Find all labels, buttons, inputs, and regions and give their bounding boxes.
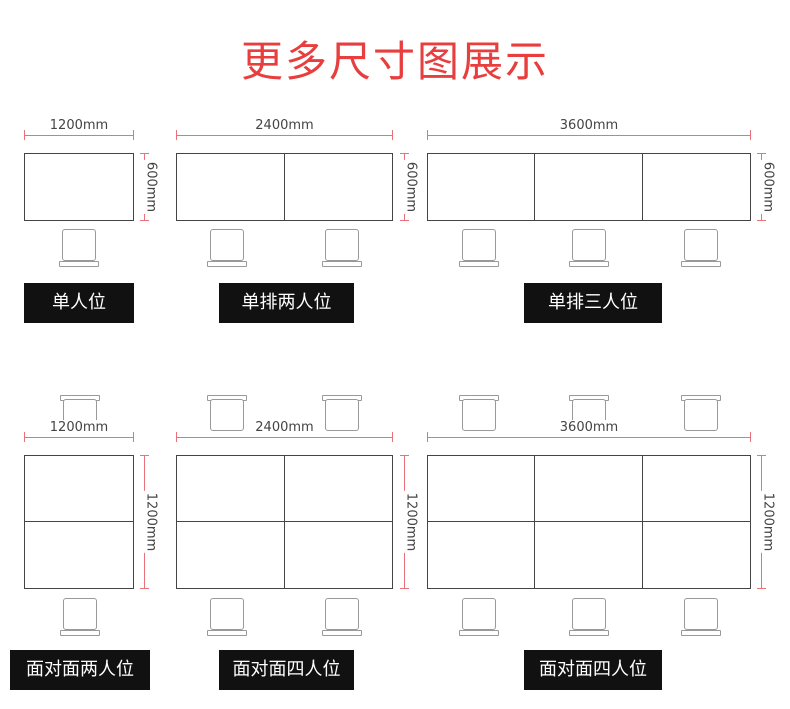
width-dimension: 2400mm bbox=[176, 118, 393, 143]
chair bbox=[569, 227, 609, 267]
layout-label-single: 单人位 bbox=[24, 283, 134, 323]
chair bbox=[322, 596, 362, 636]
width-dimension: 1200mm bbox=[24, 118, 134, 143]
chair bbox=[569, 596, 609, 636]
depth-label: 600mm bbox=[143, 159, 159, 215]
panel-divider bbox=[534, 455, 535, 589]
width-dimension: 2400mm bbox=[176, 420, 393, 445]
depth-label: 600mm bbox=[403, 159, 419, 215]
chair bbox=[60, 596, 100, 636]
panel-divider bbox=[24, 521, 134, 522]
width-label: 1200mm bbox=[47, 118, 111, 133]
layout-label-face-two: 面对面两人位 bbox=[10, 650, 150, 690]
depth-label: 1200mm bbox=[143, 490, 159, 554]
width-dimension: 1200mm bbox=[24, 420, 134, 445]
chair bbox=[322, 395, 362, 435]
depth-dimension: 600mm bbox=[757, 153, 779, 221]
depth-label: 1200mm bbox=[403, 490, 419, 554]
chair bbox=[459, 395, 499, 435]
layout-label-row-two: 单排两人位 bbox=[219, 283, 354, 323]
panel-divider bbox=[642, 153, 643, 221]
width-label: 2400mm bbox=[253, 420, 316, 435]
width-label: 3600mm bbox=[557, 420, 621, 435]
width-label: 3600mm bbox=[557, 118, 621, 133]
depth-dimension: 1200mm bbox=[140, 455, 162, 589]
depth-label: 600mm bbox=[760, 159, 776, 215]
layout-label-face-four-2400: 面对面四人位 bbox=[219, 650, 354, 690]
chair bbox=[681, 395, 721, 435]
chair bbox=[59, 227, 99, 267]
desk-panel bbox=[427, 455, 751, 589]
chair bbox=[681, 227, 721, 267]
panel-divider bbox=[642, 455, 643, 589]
layout-label-face-four-3600: 面对面四人位 bbox=[524, 650, 662, 690]
panel-divider bbox=[284, 455, 285, 589]
panel-divider bbox=[284, 153, 285, 221]
chair bbox=[207, 596, 247, 636]
desk-panel bbox=[24, 455, 134, 589]
desk-panel bbox=[24, 153, 134, 221]
panel-divider bbox=[427, 521, 751, 522]
chair bbox=[681, 596, 721, 636]
chair bbox=[322, 227, 362, 267]
chair bbox=[207, 227, 247, 267]
depth-label: 1200mm bbox=[760, 490, 776, 554]
depth-dimension: 1200mm bbox=[400, 455, 422, 589]
width-dimension: 3600mm bbox=[427, 420, 751, 445]
chair bbox=[207, 395, 247, 435]
page-title: 更多尺寸图展示 bbox=[240, 37, 549, 86]
width-dimension: 3600mm bbox=[427, 118, 751, 143]
depth-dimension: 600mm bbox=[140, 153, 162, 221]
width-label: 2400mm bbox=[253, 118, 316, 133]
depth-dimension: 600mm bbox=[400, 153, 422, 221]
layout-label-row-three: 单排三人位 bbox=[524, 283, 662, 323]
width-label: 1200mm bbox=[47, 420, 111, 435]
chair bbox=[459, 596, 499, 636]
depth-dimension: 1200mm bbox=[757, 455, 779, 589]
chair bbox=[459, 227, 499, 267]
panel-divider bbox=[534, 153, 535, 221]
desk-panel bbox=[427, 153, 751, 221]
